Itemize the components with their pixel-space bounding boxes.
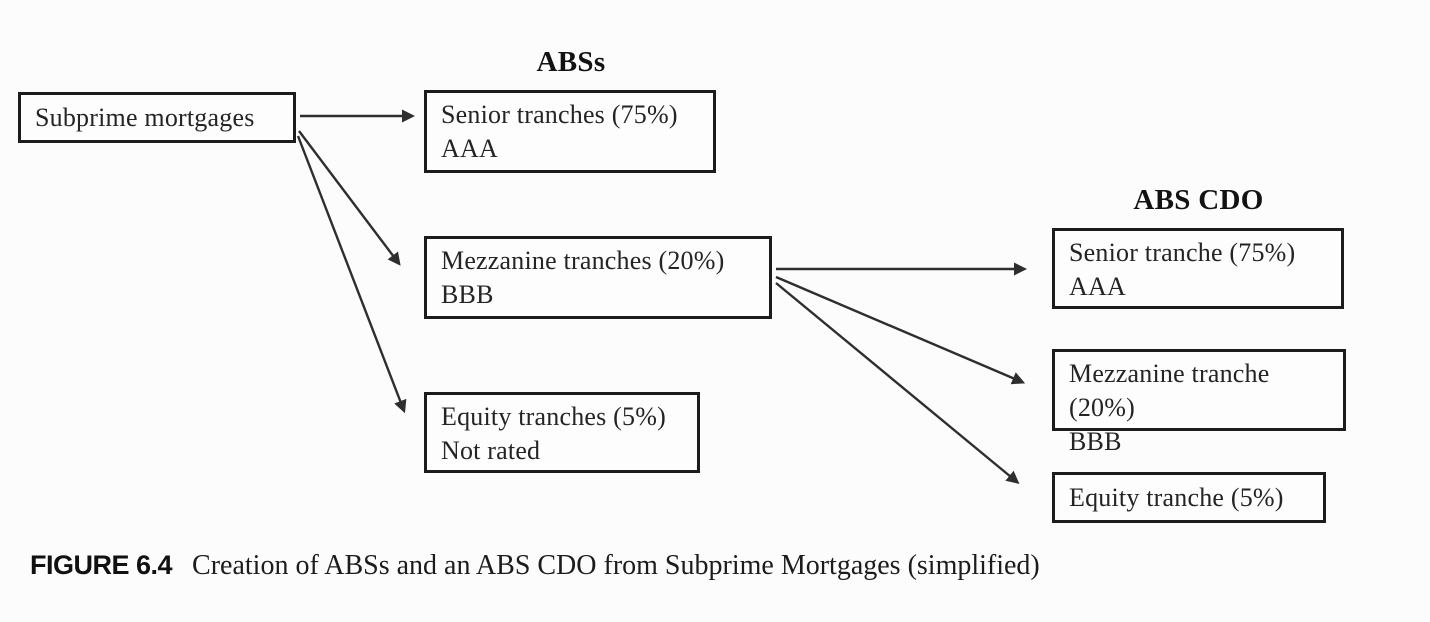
figure-caption-text: Creation of ABSs and an ABS CDO from Sub… (192, 550, 1040, 581)
arrow-mezzanine-to-cdo-equity (775, 282, 1020, 485)
arrow-subprime-to-abs-mezzanine (298, 130, 401, 266)
arrow-subprime-to-abs-equity (296, 135, 407, 414)
node-subprime-mortgages: Subprime mortgages (18, 92, 296, 143)
node-rating: AAA (1069, 272, 1126, 301)
node-label: Equity tranches (5%) (441, 402, 666, 431)
node-rating: Not rated (441, 436, 541, 465)
node-abs-equity-tranches: Equity tranches (5%) Not rated (424, 392, 700, 473)
node-label: Mezzanine tranche (20%) (1069, 359, 1270, 422)
abs-column-title: ABSs (536, 46, 606, 78)
figure-caption: FIGURE 6.4 Creation of ABSs and an ABS C… (30, 550, 1040, 582)
abs-cdo-column-title: ABS CDO (1133, 184, 1264, 216)
node-cdo-senior-tranche: Senior tranche (75%) AAA (1052, 228, 1344, 309)
node-cdo-mezzanine-tranche: Mezzanine tranche (20%) BBB (1052, 349, 1346, 456)
node-abs-senior-tranches: Senior tranches (75%) AAA (424, 90, 716, 173)
arrow-mezzanine-to-cdo-mezzanine (775, 275, 1026, 385)
node-label: Senior tranche (75%) (1069, 238, 1296, 267)
node-rating: AAA (441, 134, 498, 163)
node-label: Equity tranche (5%) (1069, 483, 1284, 512)
node-label: Mezzanine tranches (20%) (441, 246, 725, 275)
node-abs-mezzanine-tranches: Mezzanine tranches (20%) BBB (424, 236, 772, 319)
node-cdo-equity-tranche: Equity tranche (5%) (1052, 472, 1326, 523)
node-label: Senior tranches (75%) (441, 100, 678, 129)
figure-number-label: FIGURE 6.4 (30, 550, 173, 580)
node-rating: BBB (441, 280, 494, 309)
node-rating: BBB (1069, 427, 1122, 456)
node-label: Subprime mortgages (35, 103, 255, 132)
